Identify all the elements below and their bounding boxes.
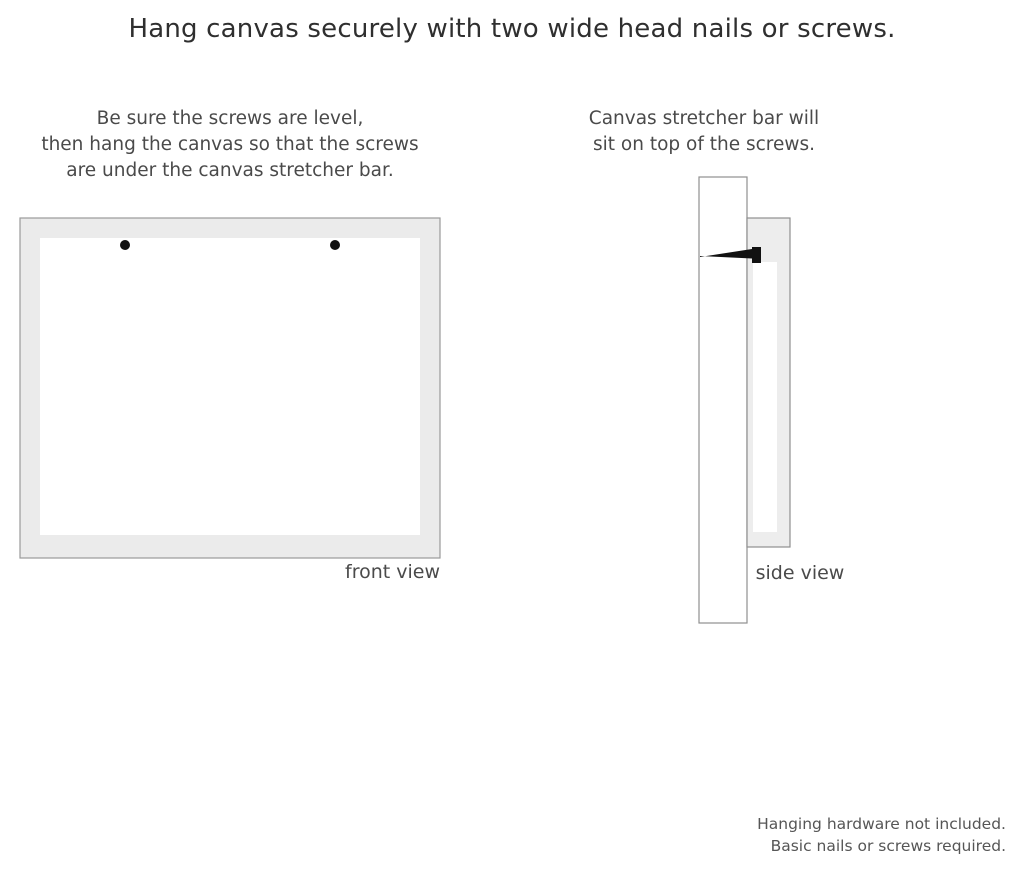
side-view-screw-icon	[700, 247, 761, 263]
page-title: Hang canvas securely with two wide head …	[128, 14, 896, 44]
front-view-right-screw-icon	[330, 240, 340, 250]
front-view-caption-line-2: then hang the canvas so that the screws	[41, 134, 419, 155]
footnote-line-2: Basic nails or screws required.	[770, 837, 1006, 855]
front-view-left-screw-icon	[120, 240, 130, 250]
front-view-caption: Be sure the screws are level, then hang …	[20, 106, 440, 184]
side-view-caption: Canvas stretcher bar will sit on top of …	[565, 106, 843, 158]
side-view-label: side view	[755, 562, 845, 584]
side-view-caption-line-1: Canvas stretcher bar will	[588, 108, 820, 129]
side-view-canvas-face	[753, 262, 777, 532]
front-view-illustration	[19, 217, 441, 559]
footnote-line-1: Hanging hardware not included.	[757, 815, 1006, 833]
footnote: Hanging hardware not included. Basic nai…	[757, 813, 1006, 857]
front-view-caption-line-1: Be sure the screws are level,	[96, 108, 364, 129]
front-view-caption-line-3: are under the canvas stretcher bar.	[66, 160, 394, 181]
front-view-label: front view	[345, 561, 440, 583]
front-view-canvas-face	[40, 238, 420, 535]
side-view-wall	[698, 176, 748, 624]
side-view-illustration	[698, 176, 791, 624]
side-view-caption-line-2: sit on top of the screws.	[592, 134, 816, 155]
